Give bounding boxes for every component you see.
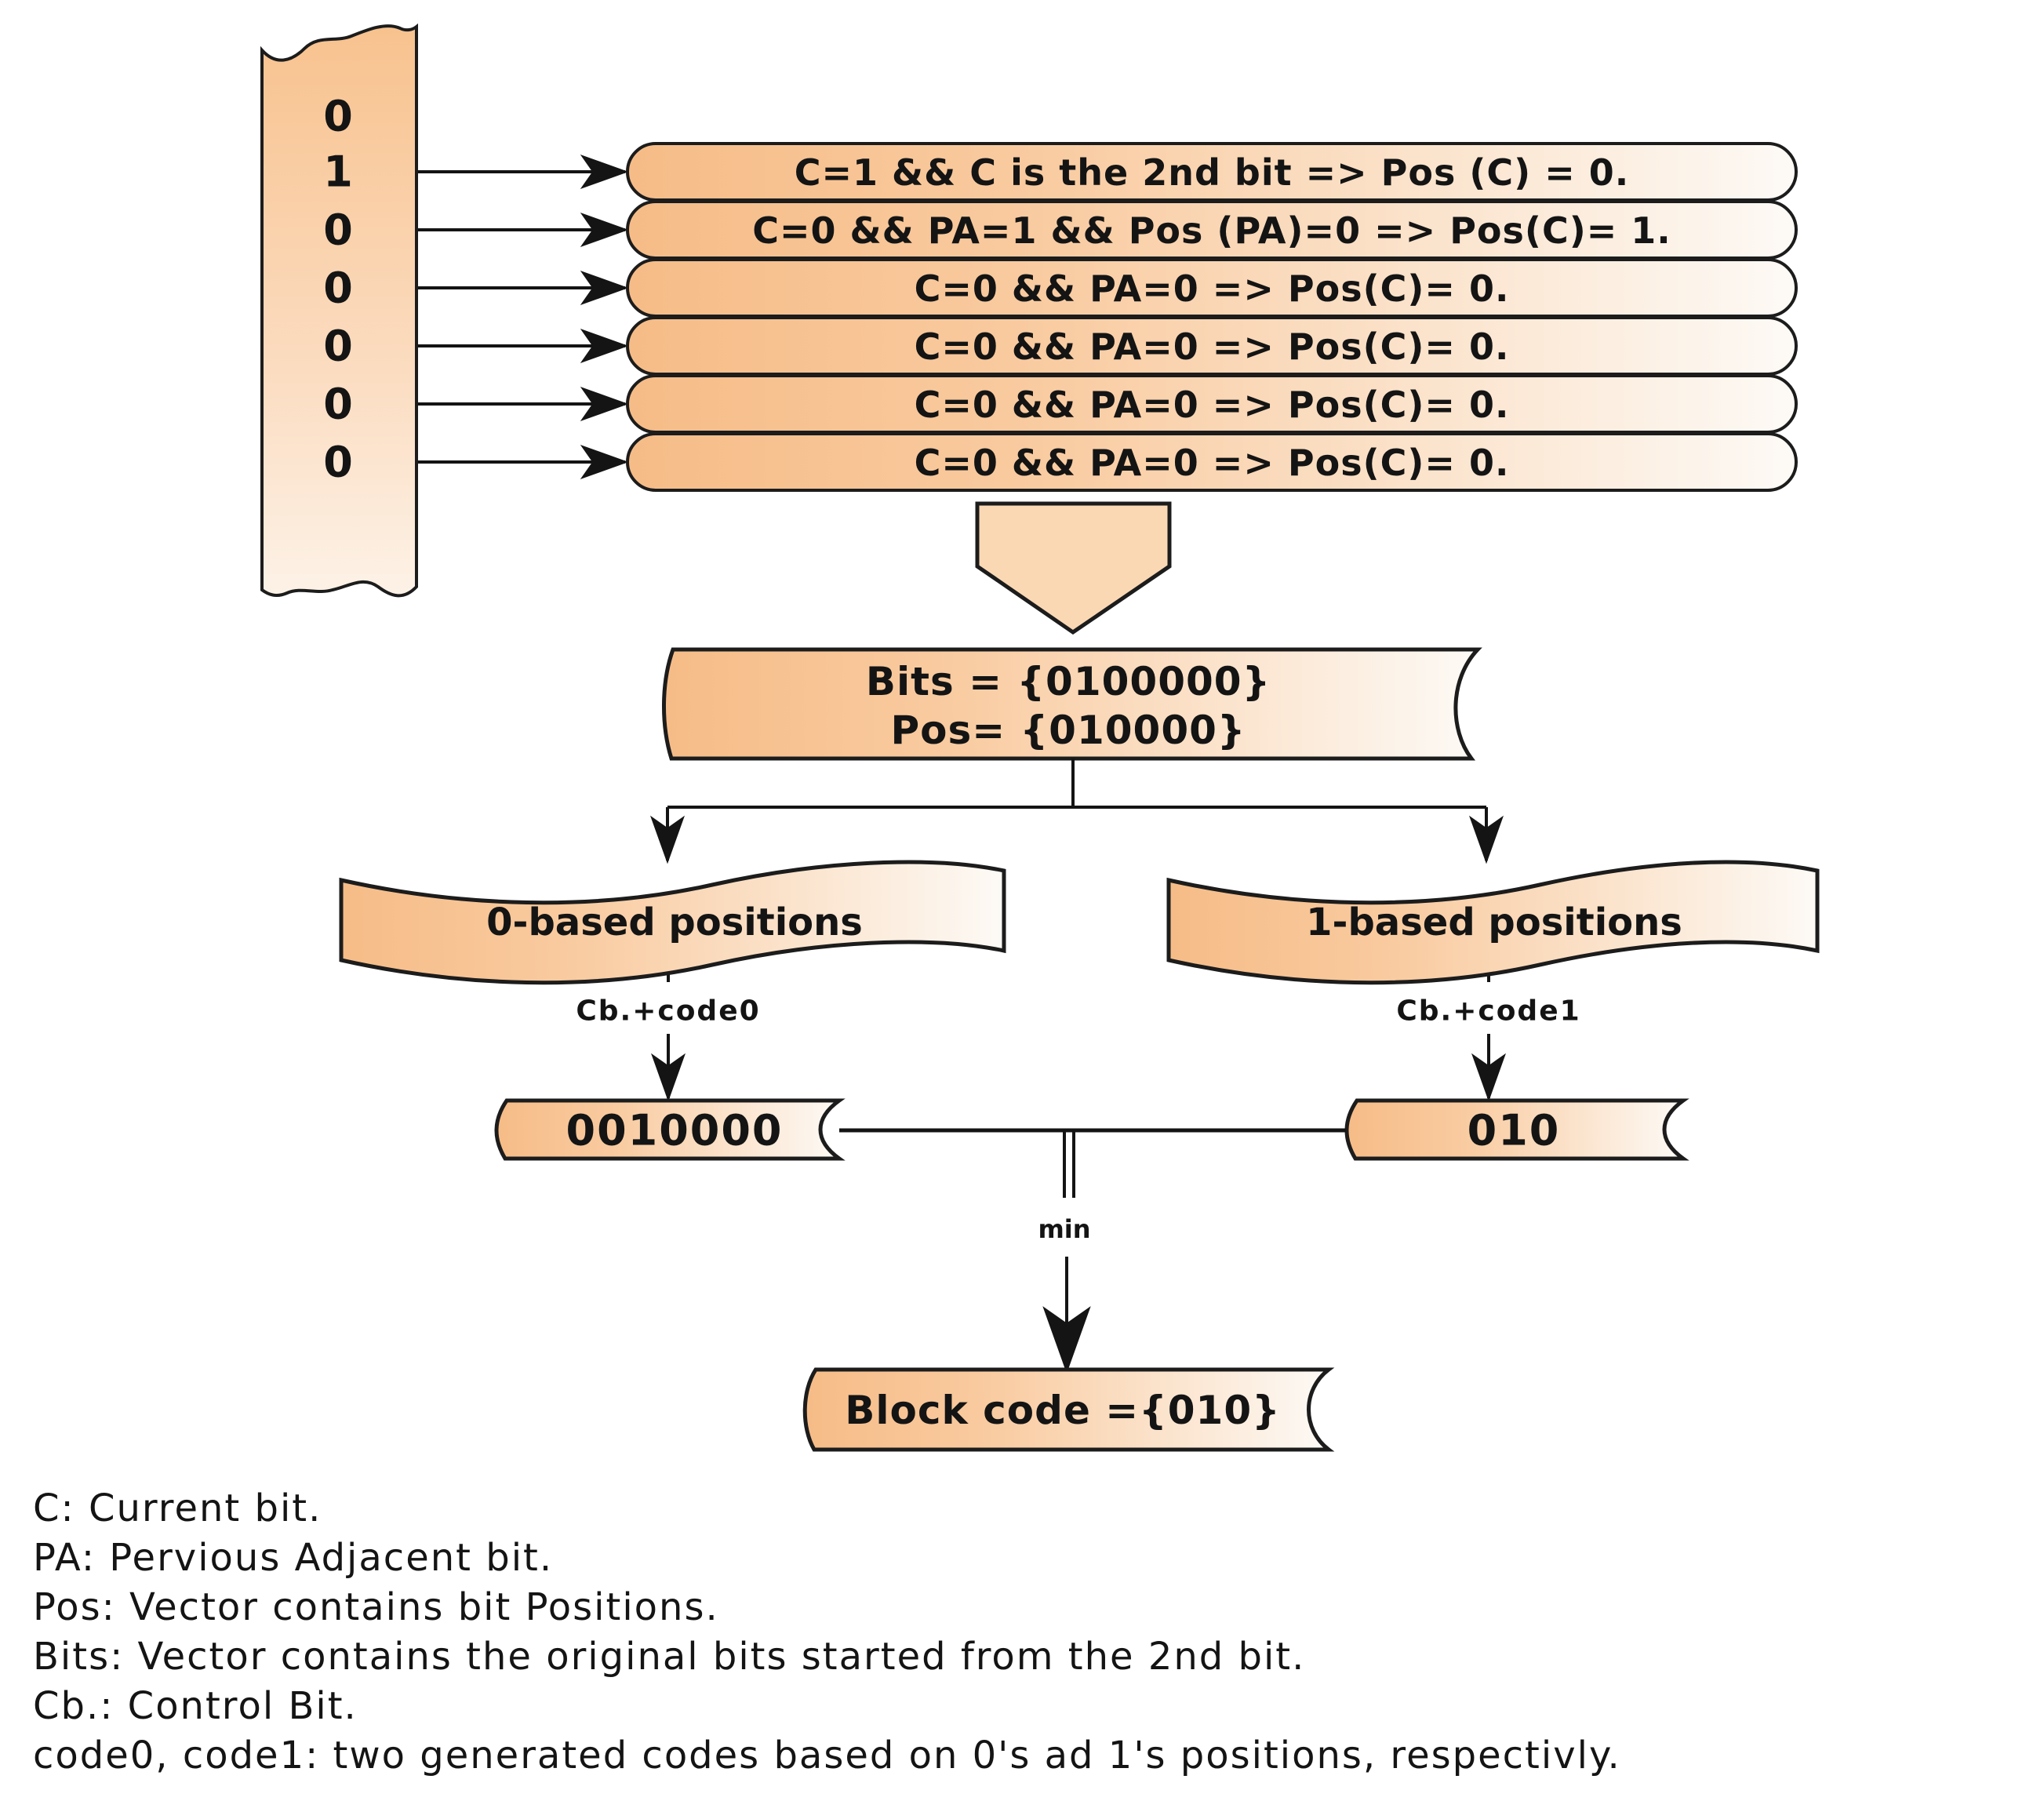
legend-line-codes: code0, code1: two generated codes based … xyxy=(33,1734,1621,1777)
strip-bit-3: 0 xyxy=(323,205,353,255)
edge-label-right: Cb.+code1 xyxy=(1396,995,1581,1028)
strip-bit-2: 1 xyxy=(323,147,353,197)
vectors-document xyxy=(662,647,1482,761)
bit-strip-shape xyxy=(260,23,418,598)
legend-line-pa: PA: Pervious Adjacent bit. xyxy=(33,1536,554,1580)
merge-arrow-pentagon xyxy=(975,501,1172,635)
code-value-left: 0010000 xyxy=(566,1105,784,1155)
legend-line-bits: Bits: Vector contains the original bits … xyxy=(33,1635,1306,1679)
rule-text-3: C=0 && PA=0 => Pos(C)= 0. xyxy=(914,267,1510,310)
code-document-right xyxy=(1344,1098,1689,1161)
banner-right-label: 1-based positions xyxy=(1306,900,1682,944)
block-code-text: Block code ={010} xyxy=(845,1388,1281,1433)
legend-line-cb: Cb.: Control Bit. xyxy=(33,1684,358,1728)
vectors-line-bits: Bits = {0100000} xyxy=(865,659,1271,704)
strip-bit-1: 0 xyxy=(323,91,353,141)
rule-box-6 xyxy=(626,432,1798,492)
banner-left-shape xyxy=(339,860,1006,985)
legend-line-pos: Pos: Vector contains bit Positions. xyxy=(33,1585,719,1629)
code-value-right: 010 xyxy=(1467,1105,1561,1155)
rule-text-4: C=0 && PA=0 => Pos(C)= 0. xyxy=(914,326,1510,368)
strip-bit-7: 0 xyxy=(323,437,353,487)
rule-text-2: C=0 && PA=1 && Pos (PA)=0 => Pos(C)= 1. xyxy=(752,209,1671,252)
legend: C: Current bit. PA: Pervious Adjacent bi… xyxy=(33,1484,1621,1781)
rule-text-6: C=0 && PA=0 => Pos(C)= 0. xyxy=(914,442,1510,484)
code-document-left xyxy=(494,1098,846,1161)
rule-text-1: C=1 && C is the 2nd bit => Pos (C) = 0. xyxy=(794,151,1630,194)
vectors-line-pos: Pos= {010000} xyxy=(890,708,1246,753)
rule-text-5: C=0 && PA=0 => Pos(C)= 0. xyxy=(914,384,1510,426)
block-code-document xyxy=(802,1367,1335,1452)
banner-right-shape xyxy=(1166,860,1820,985)
edge-label-left: Cb.+code0 xyxy=(576,995,761,1028)
strip-bit-4: 0 xyxy=(323,263,353,313)
min-label: min xyxy=(1038,1214,1091,1244)
strip-bit-5: 0 xyxy=(323,321,353,371)
strip-bit-6: 0 xyxy=(323,379,353,429)
banner-left-label: 0-based positions xyxy=(486,900,863,944)
legend-line-c: C: Current bit. xyxy=(33,1486,322,1530)
